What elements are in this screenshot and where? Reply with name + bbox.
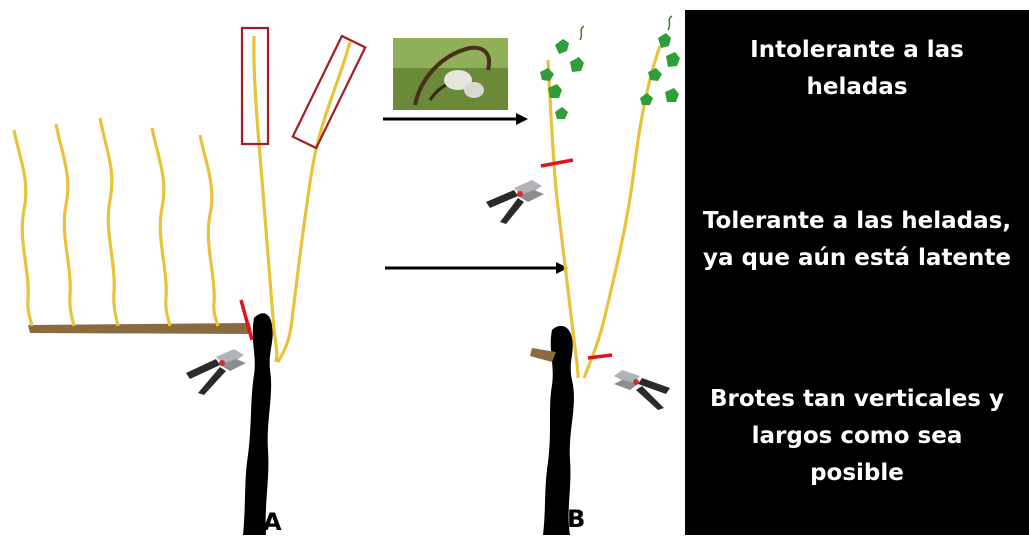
arm-canes xyxy=(14,118,218,326)
notes-panel: Intolerante a las heladas Tolerante a la… xyxy=(685,10,1029,535)
pruning-shears-a-icon xyxy=(186,349,246,395)
panel-label-b: B xyxy=(567,505,585,533)
note-frost-intolerant: Intolerante a las heladas xyxy=(685,32,1029,106)
note-shoot-goal-line-3: posible xyxy=(810,460,904,486)
note-shoot-goal-line-1: Brotes tan verticales y xyxy=(710,386,1004,412)
panel-b-vine xyxy=(486,16,680,535)
cut-mark-b-upper xyxy=(541,160,573,166)
trunk-a xyxy=(243,313,273,535)
note-shoot-goal-line-2: largos como sea xyxy=(752,423,963,449)
pruning-shears-b-lower-icon xyxy=(614,370,670,410)
note-frost-tolerant: Tolerante a las heladas, ya que aún está… xyxy=(685,203,1029,277)
panel-a-vine xyxy=(14,28,365,535)
note-frost-tolerant-line-2: ya que aún está latente xyxy=(703,245,1011,271)
pruning-shears-b-upper-icon xyxy=(486,180,544,224)
note-frost-intolerant-line-2: heladas xyxy=(806,74,907,100)
frost-photo xyxy=(393,38,508,110)
note-frost-intolerant-line-1: Intolerante a las xyxy=(750,37,964,63)
note-shoot-goal: Brotes tan verticales y largos como sea … xyxy=(685,381,1029,492)
note-frost-tolerant-line-1: Tolerante a las heladas, xyxy=(703,208,1011,234)
panel-label-a: A xyxy=(263,508,282,536)
highlight-box-2 xyxy=(293,36,365,148)
cut-mark-a xyxy=(241,300,252,340)
